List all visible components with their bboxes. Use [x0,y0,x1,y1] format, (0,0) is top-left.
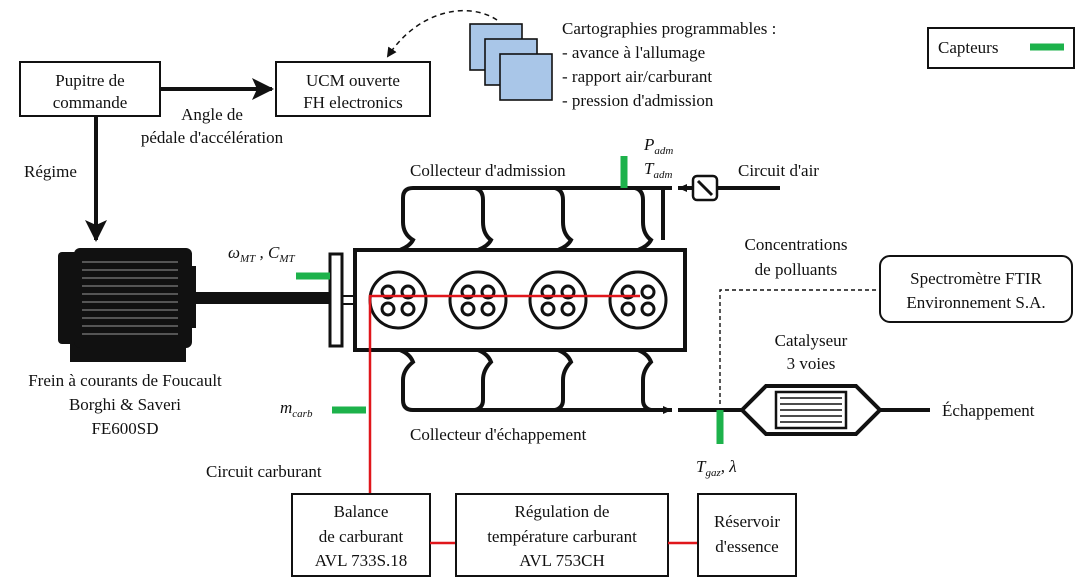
carto-item: - avance à l'allumage [562,43,705,62]
svg-text:UCM ouverte: UCM ouverte [306,71,400,90]
svg-text:température carburant: température carburant [487,527,637,546]
pupitre-box: Pupitre de commande [19,61,161,117]
sampling-line [719,289,880,404]
svg-text:AVL 753CH: AVL 753CH [519,551,604,570]
collecteur-admission-label: Collecteur d'admission [410,161,566,180]
intake-manifold [399,184,780,252]
echappement-label: Échappement [942,401,1035,420]
engine-block [353,248,687,352]
regime-label: Régime [24,162,77,181]
maps-to-ucm-arrow [386,9,498,58]
carto-item: - rapport air/carburant [562,67,712,86]
svg-text:de carburant: de carburant [319,527,404,546]
svg-text:Réservoir: Réservoir [714,512,780,531]
svg-text:FH electronics: FH electronics [303,93,403,112]
frein-label-1: Frein à courants de Foucault [28,371,222,390]
svg-text:Spectromètre FTIR: Spectromètre FTIR [910,269,1042,288]
m-carb-label: mcarb [280,398,313,420]
dynamometer-icon [58,248,196,362]
carto-title: Cartographies programmables : [562,19,776,38]
cylinder [448,270,508,330]
svg-text:Régulation de: Régulation de [515,502,610,521]
spectrometre-box: Spectromètre FTIR Environnement S.A. [879,255,1073,323]
ucm-box: UCM ouverte FH electronics [275,61,431,117]
collecteur-echappement-label: Collecteur d'échappement [410,425,587,444]
circuit-air-label: Circuit d'air [738,161,819,180]
exhaust-manifold [399,348,742,414]
carto-item: - pression d'admission [562,91,714,110]
angle-label-1: Angle de [181,105,243,124]
catalyst-icon [739,384,883,436]
legend: Capteurs [927,27,1075,69]
svg-text:Pupitre de: Pupitre de [55,71,124,90]
catalyseur-label-2: 3 voies [787,354,836,373]
reservoir-box: Réservoir d'essence [697,493,797,577]
svg-text:commande: commande [53,93,128,112]
balance-box: Balance de carburant AVL 733S.18 [291,493,431,577]
coupling-flange [328,252,344,348]
t-adm-label: Tadm [644,159,672,181]
svg-text:AVL 733S.18: AVL 733S.18 [315,551,408,570]
circuit-carburant-label: Circuit carburant [206,462,322,481]
concentrations-label-2: de polluants [755,260,838,279]
p-adm-label: Padm [643,135,673,157]
svg-text:Capteurs: Capteurs [938,38,998,57]
fuel-line [368,294,640,494]
maps-stack-icon [469,23,553,101]
tgaz-lambda-label: Tgaz, λ [696,457,737,479]
angle-label-2: pédale d'accélération [141,128,284,147]
svg-text:d'essence: d'essence [715,537,778,556]
cylinder [608,270,668,330]
catalyseur-label-1: Catalyseur [775,331,848,350]
throttle-valve-icon [691,174,719,202]
drive-shaft [180,292,330,304]
cylinder [528,270,588,330]
frein-label-3: FE600SD [91,419,158,438]
svg-text:Balance: Balance [334,502,389,521]
omega-c-label: ωMT , CMT [228,243,296,265]
concentrations-label-1: Concentrations [745,235,848,254]
regulation-box: Régulation de température carburant AVL … [455,493,669,577]
svg-text:Environnement S.A.: Environnement S.A. [906,293,1045,312]
frein-label-2: Borghi & Saveri [69,395,181,414]
